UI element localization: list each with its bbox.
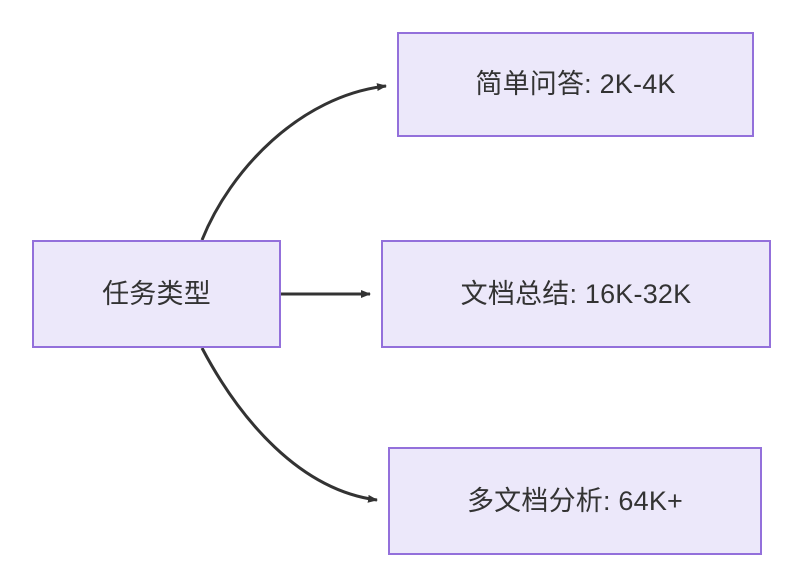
node-multi-doc-label: 多文档分析: 64K+	[466, 485, 683, 516]
node-simple-qa[interactable]: 简单问答: 2K-4K	[397, 32, 754, 137]
node-doc-summary-label: 文档总结: 16K-32K	[460, 278, 692, 309]
edge-root-to-simple-qa	[200, 83, 387, 241]
node-multi-doc[interactable]: 多文档分析: 64K+	[388, 447, 762, 555]
node-task-type-label: 任务类型	[102, 278, 211, 309]
edge-root-to-multi-doc	[200, 347, 378, 503]
node-task-type[interactable]: 任务类型	[32, 240, 281, 348]
node-doc-summary[interactable]: 文档总结: 16K-32K	[381, 240, 771, 348]
node-simple-qa-label: 简单问答: 2K-4K	[475, 69, 676, 100]
